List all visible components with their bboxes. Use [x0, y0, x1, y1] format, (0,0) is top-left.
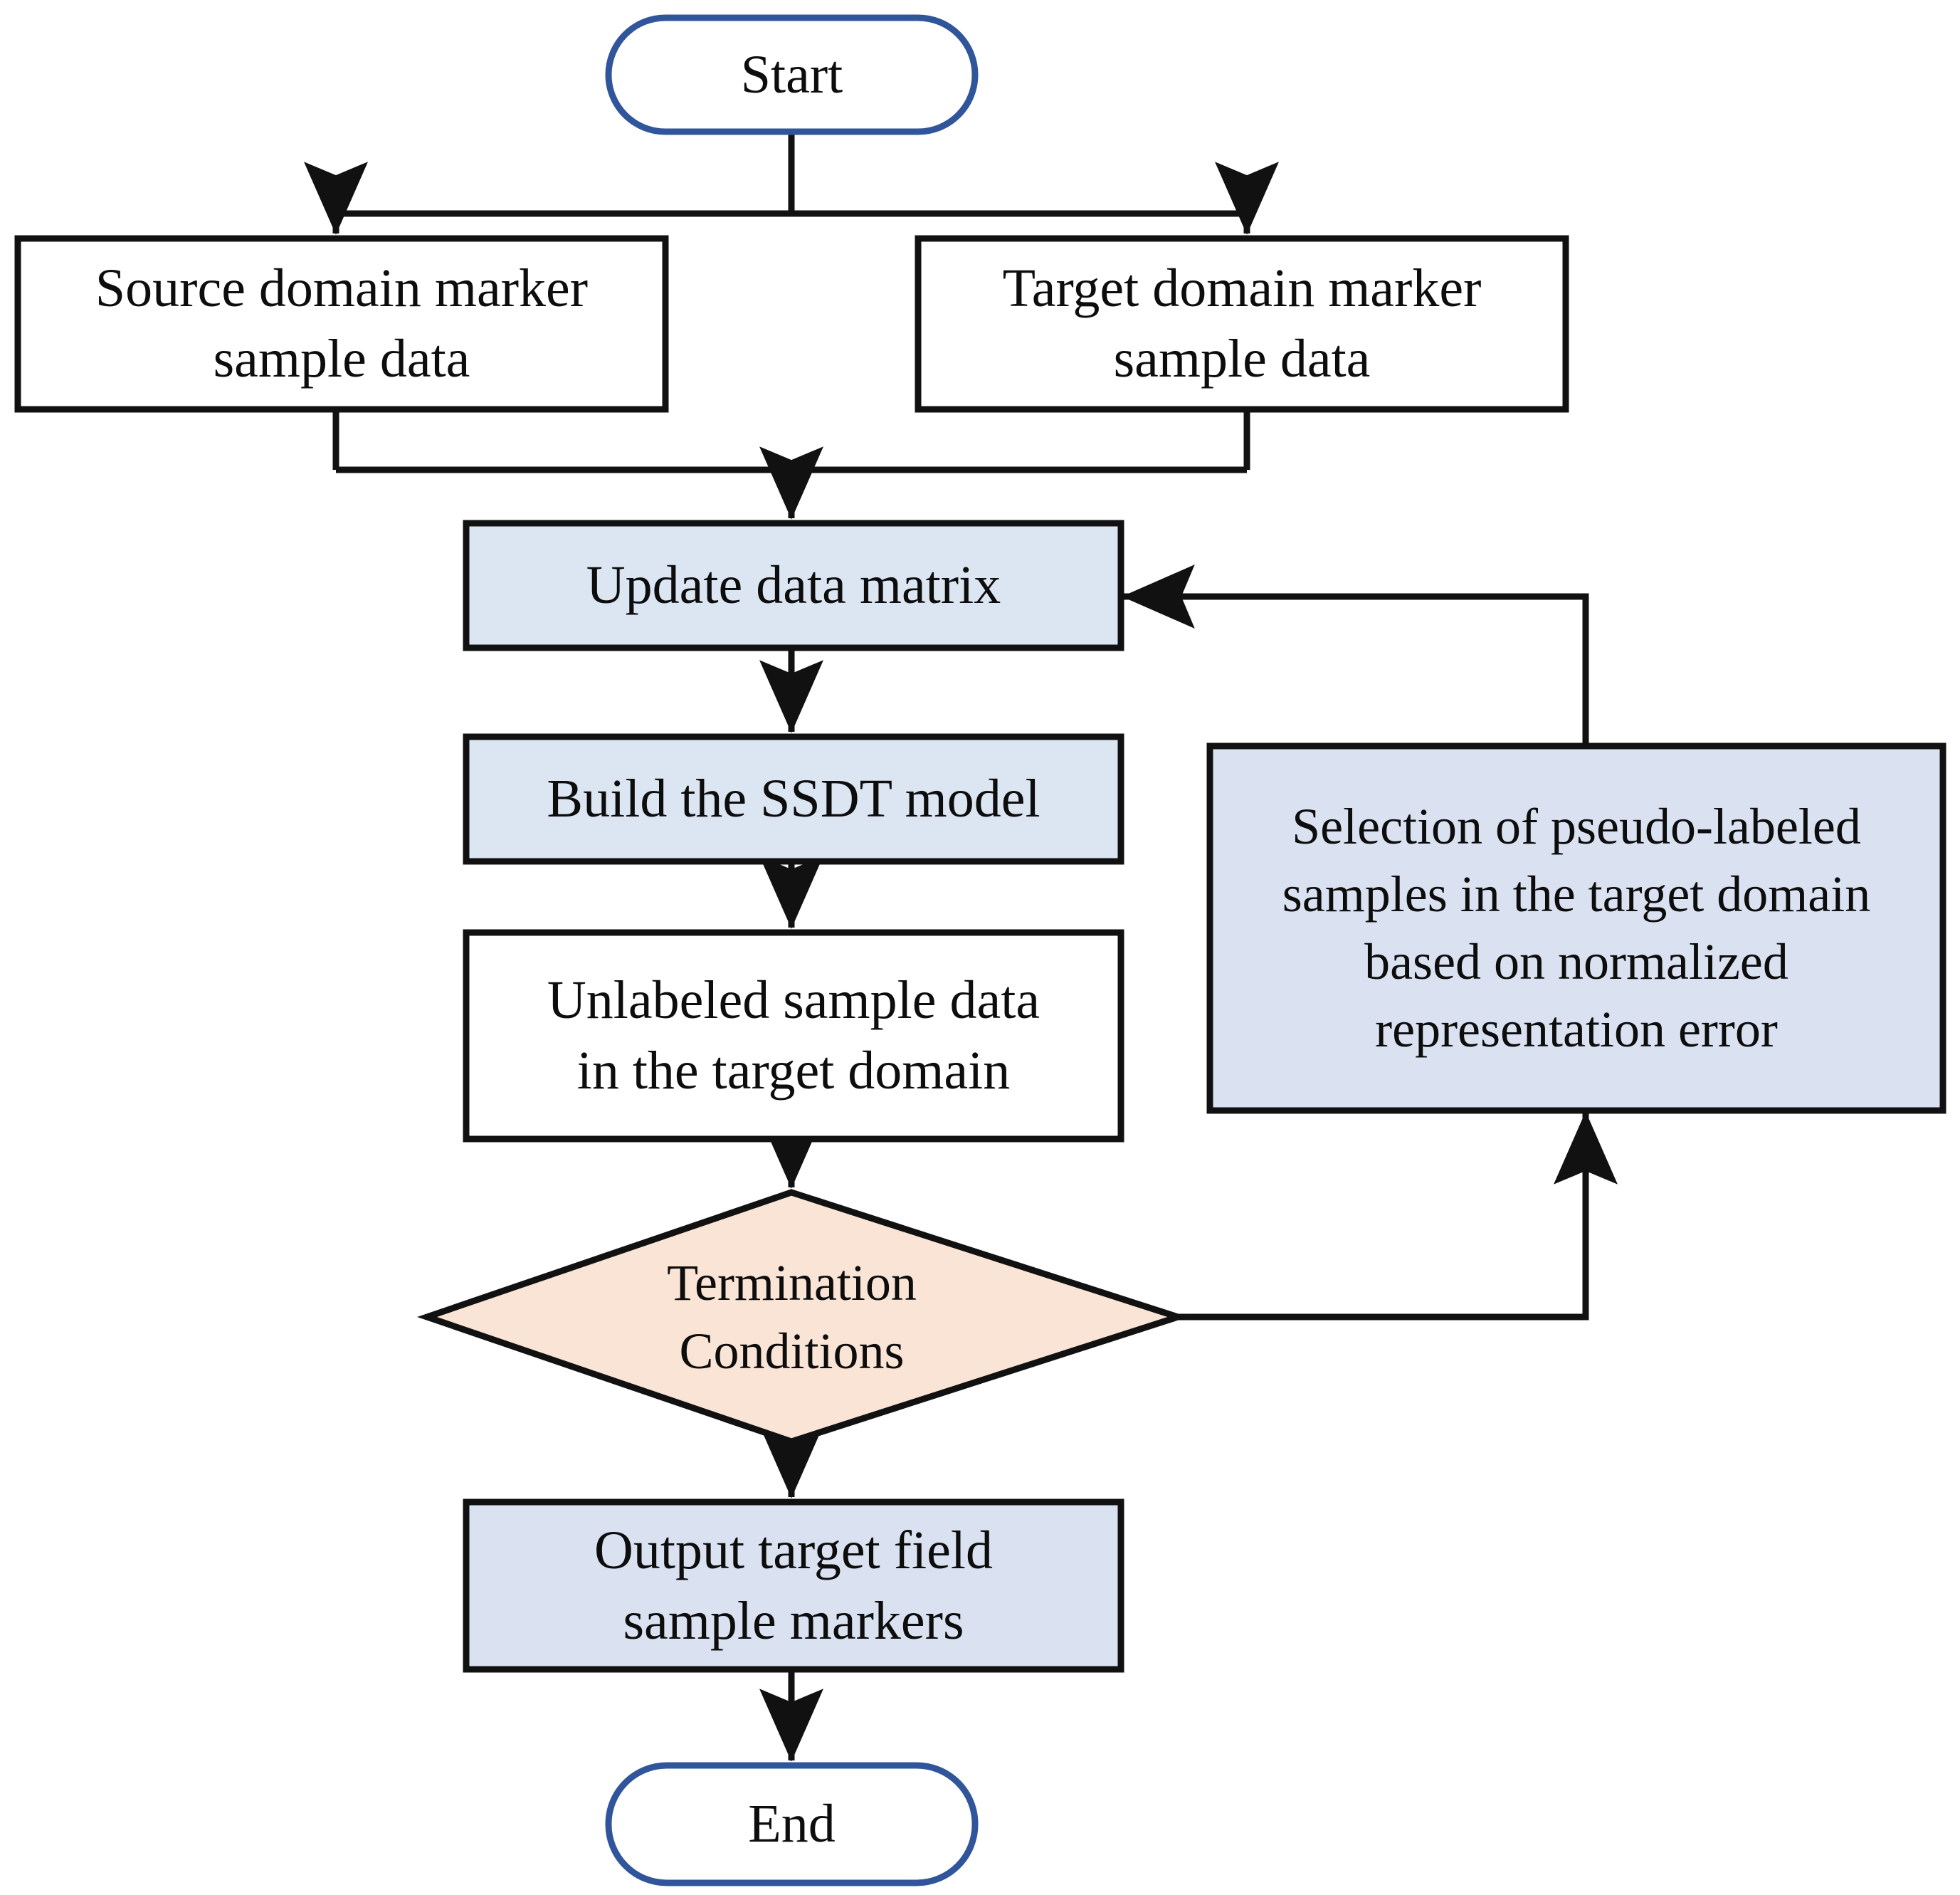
- node-update-shape[interactable]: [463, 520, 1124, 651]
- node-end-shape[interactable]: [605, 1762, 979, 1886]
- node-decision-shape[interactable]: [417, 1189, 1189, 1445]
- connectors: [304, 132, 1618, 1762]
- edge-selection-update: [1122, 565, 1589, 746]
- node-output-shape[interactable]: [463, 1498, 1124, 1673]
- node-unlabeled-shape[interactable]: [463, 929, 1124, 1143]
- node-target-shape[interactable]: [915, 235, 1569, 413]
- edge-decision-selection: [1178, 1111, 1618, 1321]
- node-build-shape[interactable]: [463, 733, 1124, 865]
- node-selection-shape[interactable]: [1206, 742, 1946, 1114]
- node-source-shape[interactable]: [14, 235, 669, 413]
- node-start-shape[interactable]: [605, 14, 979, 135]
